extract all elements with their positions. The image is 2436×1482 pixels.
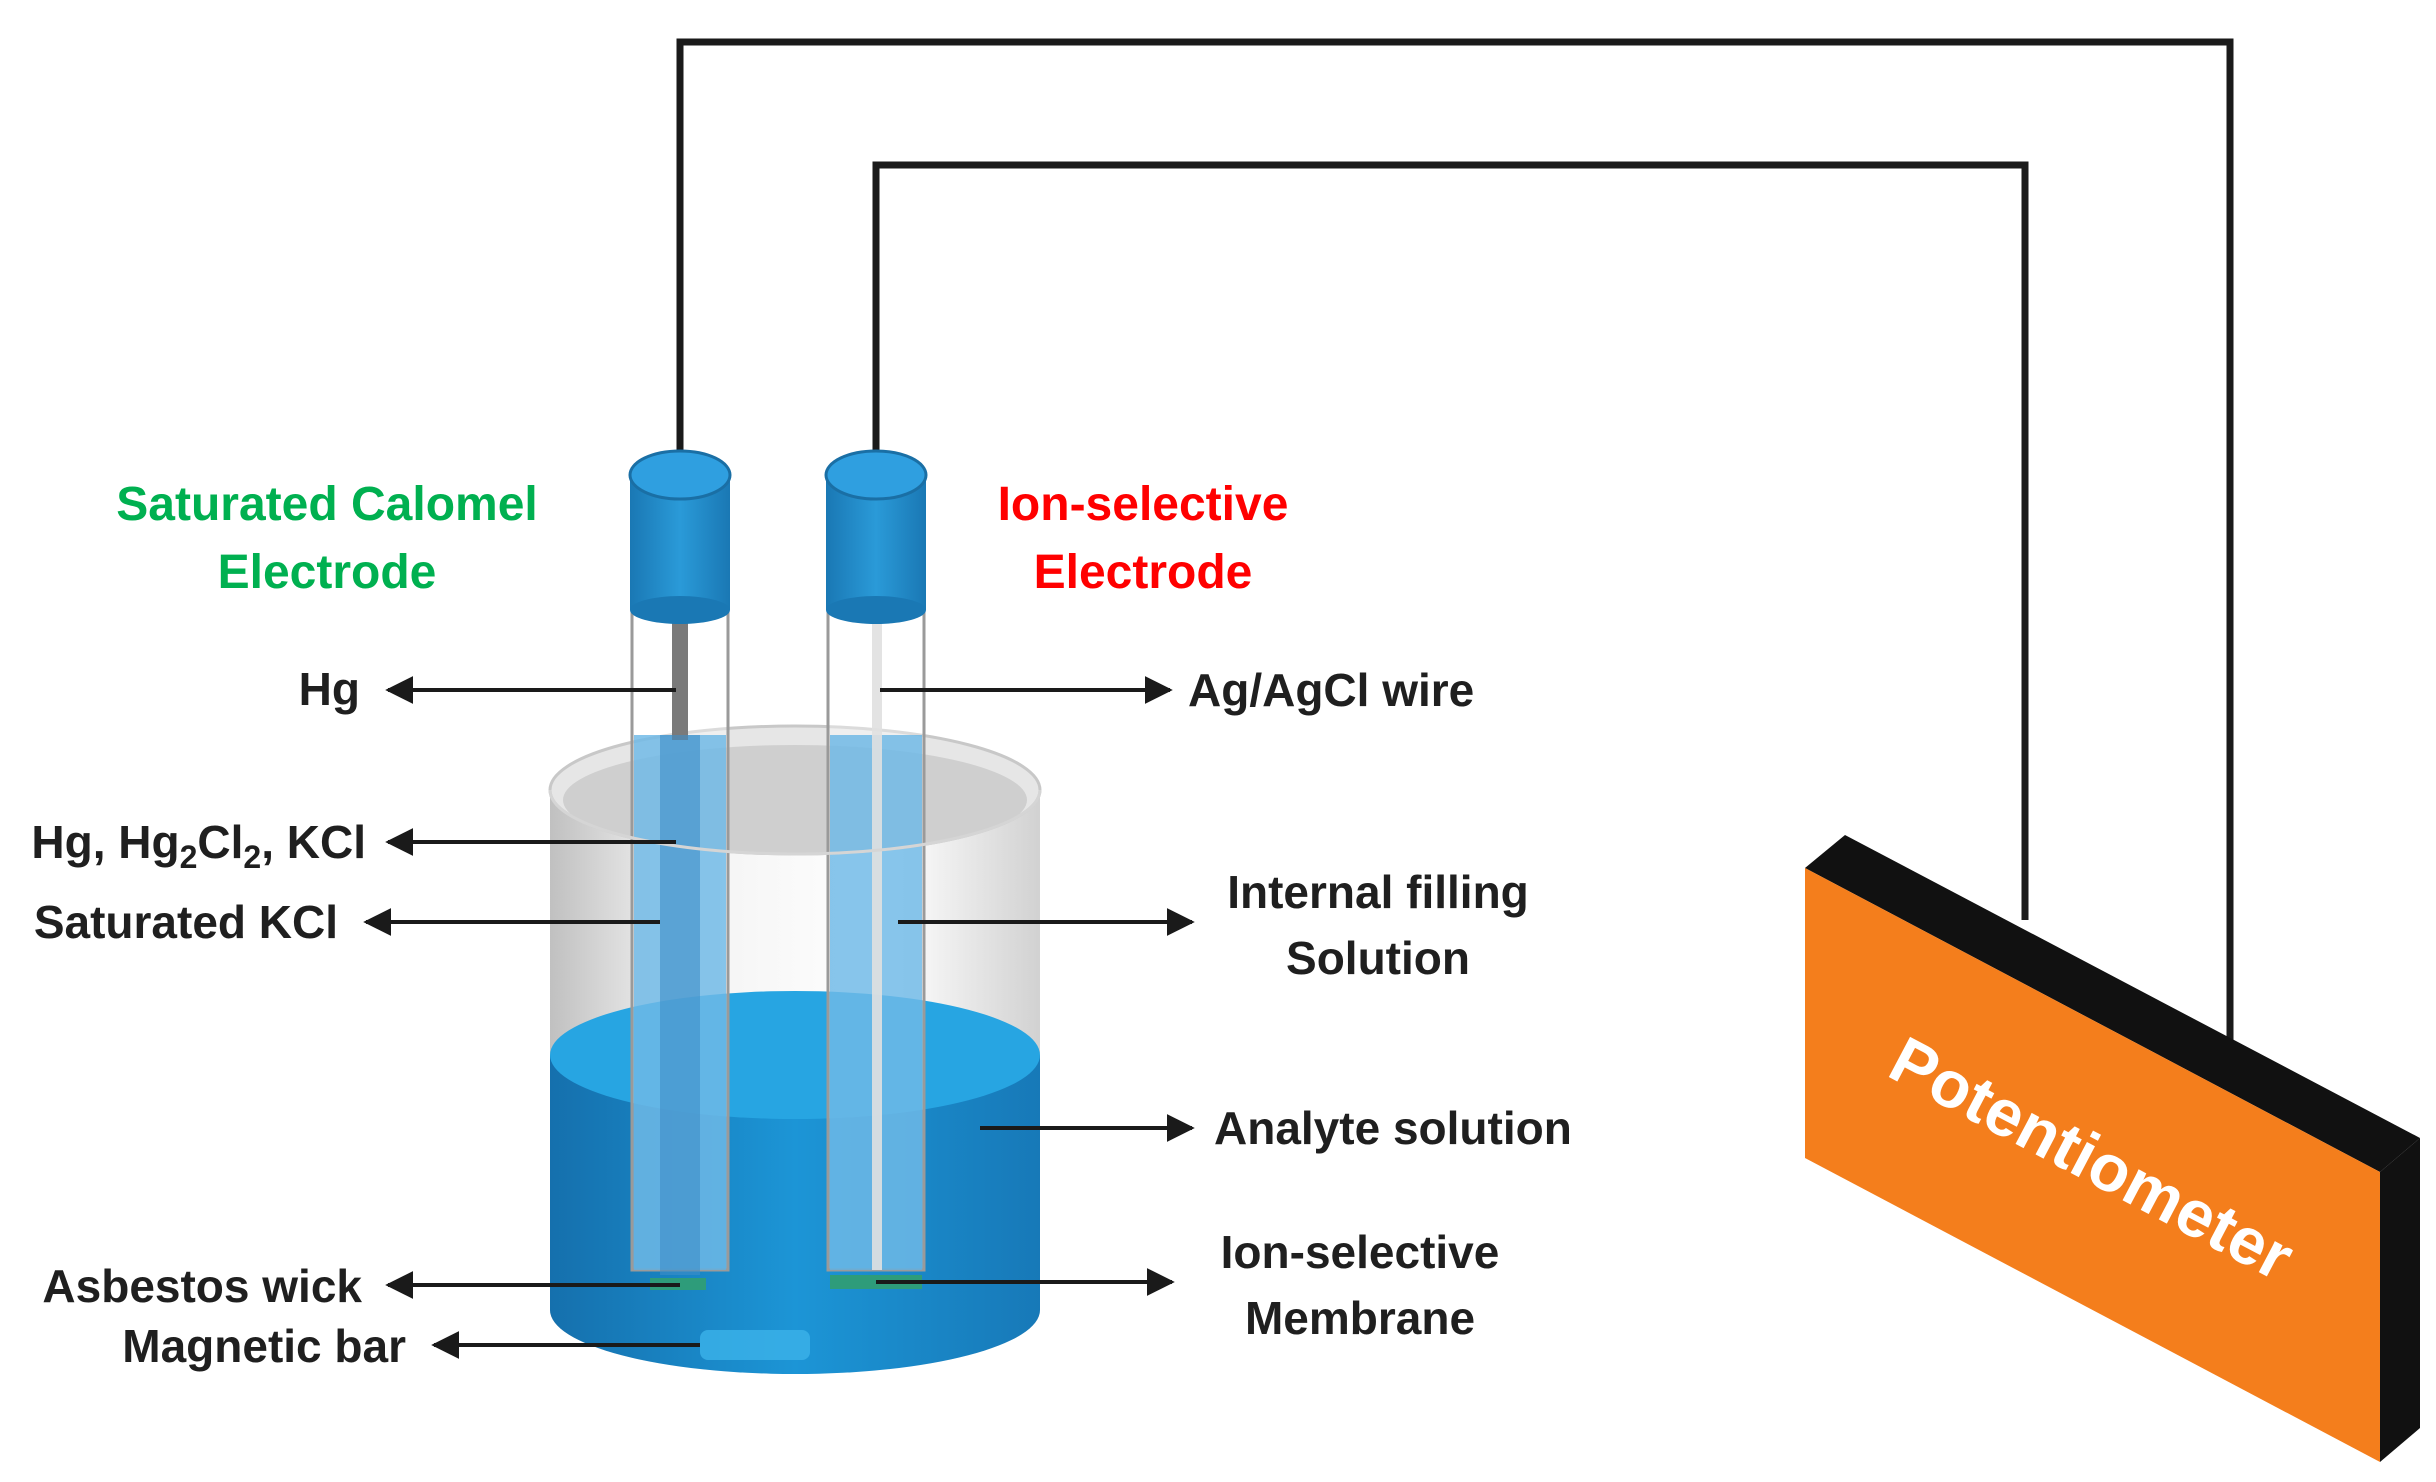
label-agagcl-wire: Ag/AgCl wire: [1188, 664, 1474, 716]
connection-wires: [676, 38, 2234, 1040]
label-hg-paste-mid: Cl: [197, 816, 243, 868]
potentiometer-side: [2380, 1138, 2420, 1462]
label-hg-paste: Hg, Hg2Cl2, KCl: [31, 816, 366, 875]
label-magnetic-bar: Magnetic bar: [122, 1320, 406, 1372]
label-hg-paste-suffix: , KCl: [261, 816, 366, 868]
hg-paste-tube: [660, 735, 700, 1275]
potentiometer-face: [1805, 868, 2380, 1462]
callout-arrows: [363, 676, 1195, 1359]
hg-column: [672, 620, 688, 740]
label-hg-paste-prefix: Hg, Hg: [31, 816, 179, 868]
label-saturated-kcl: Saturated KCl: [34, 896, 338, 948]
potentiometer: Potentiometer: [1805, 835, 2420, 1462]
electrode-titles: Saturated Calomel Electrode Ion-selectiv…: [116, 478, 1288, 599]
agagcl-wire: [872, 620, 882, 1270]
sce-wire: [676, 38, 2234, 1040]
label-membrane-line1: Ion-selective: [1221, 1226, 1500, 1278]
ise-cap-bottom: [826, 596, 926, 624]
magnetic-bar-icon: [700, 1330, 810, 1360]
sce-cap-top: [628, 449, 732, 501]
liquid-surface: [550, 991, 1040, 1119]
label-analyte-solution: Analyte solution: [1214, 1102, 1572, 1154]
right-labels: Ag/AgCl wire Internal filling Solution A…: [1188, 664, 1572, 1344]
ise-title-line1: Ion-selective: [998, 478, 1289, 531]
left-labels: Hg Hg, Hg2Cl2, KCl Saturated KCl Asbesto…: [31, 663, 406, 1372]
ise-wire: [872, 161, 2029, 920]
sce-title-line2: Electrode: [218, 546, 437, 599]
label-internal-line2: Solution: [1286, 932, 1470, 984]
label-asbestos-wick: Asbestos wick: [42, 1260, 362, 1312]
label-hg-paste-sub2: 2: [243, 839, 261, 875]
potentiometer-top-edge: [1805, 835, 2420, 1172]
ise-title-line2: Electrode: [1034, 546, 1253, 599]
ise-cap-top: [824, 449, 928, 501]
beaker-front-rim: [548, 789, 1042, 856]
label-hg: Hg: [299, 663, 360, 715]
sce-cap-bottom: [630, 596, 730, 624]
ise-electrode: [824, 449, 928, 1289]
label-membrane-line2: Membrane: [1245, 1292, 1475, 1344]
sce-electrode: [628, 449, 732, 1290]
label-internal-line1: Internal filling: [1227, 866, 1529, 918]
label-hg-paste-sub1: 2: [180, 839, 198, 875]
sce-title-line1: Saturated Calomel: [116, 478, 537, 531]
analyte-liquid: [550, 991, 1040, 1374]
